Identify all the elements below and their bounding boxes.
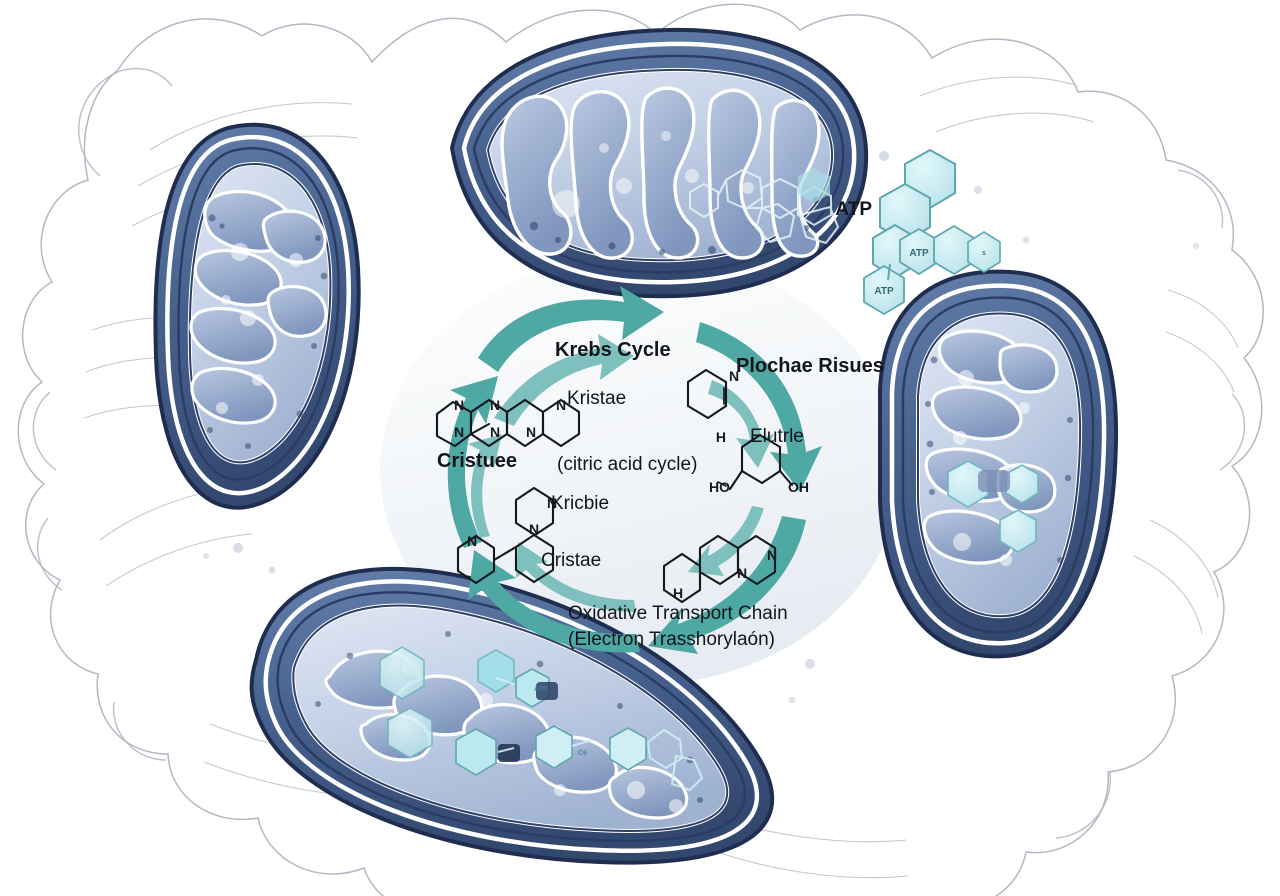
inner-hexagons-right (947, 460, 1039, 553)
inner-hexagons-bottom: ATP C6 (379, 646, 704, 792)
atom-lr-n1: N (737, 565, 747, 581)
right-mitochondrion (878, 269, 1119, 659)
atp-hex-label-2: ATP (874, 286, 894, 297)
molecule-lower-right: N N H (662, 534, 777, 604)
cytosol-specks (203, 151, 1200, 704)
atom-lr-n2: N (767, 547, 777, 563)
top-mitochondrion (449, 27, 869, 299)
atp-hex-label: ATP (909, 248, 929, 259)
arrow-right (696, 322, 822, 492)
atp-hexagon-7 (863, 264, 905, 316)
atp-bond (887, 263, 891, 281)
atom-n1: N (454, 397, 464, 413)
label-kricbie: Kricbie (551, 493, 609, 514)
molecule-purine-left: N N N N N N (435, 397, 581, 448)
atom-lr-h: H (673, 585, 683, 601)
atom-ll-n2: N (529, 521, 539, 537)
atom-n6: N (556, 397, 566, 413)
arrow-inner-bottom-right (688, 506, 764, 576)
molecule-lower-left: N N N (456, 486, 557, 585)
arrow-left (447, 376, 498, 548)
molecule-sugar-right: H HO OH (709, 429, 809, 495)
atom-oh: OH (788, 479, 809, 495)
label-cristuee: Cristuee (437, 450, 517, 472)
molecule-pyridine-top: N (686, 368, 739, 420)
label-cristae: Cristae (541, 550, 601, 571)
arrow-bottom-left (468, 550, 640, 653)
atp-hexagon-6 (967, 231, 1001, 273)
label-elutrle: Elutrle (750, 426, 804, 447)
atom-ho: HO (709, 479, 730, 495)
bottom-left-mitochondrion: ATP C6 (249, 566, 775, 865)
atom-n4: N (490, 424, 500, 440)
atom-ll-n3: N (467, 533, 477, 549)
atom-n5: N (526, 424, 536, 440)
atom-n3: N (490, 397, 500, 413)
atom-h: H (716, 429, 726, 445)
atom-pyridine-n: N (729, 368, 739, 384)
label-citric-acid-cycle: (citric acid cycle) (557, 454, 697, 475)
arrow-inner-left (468, 434, 502, 538)
label-krebs-cycle: Krebs Cycle (555, 339, 671, 361)
atom-ll-n1: N (547, 495, 557, 511)
label-kristae: Kristae (567, 388, 626, 409)
cell-lobe-outlines (32, 67, 1246, 839)
inner-molecule-top (689, 168, 840, 245)
cycle-text-labels: Krebs Cycle Kristae (citric acid cycle) … (437, 339, 884, 650)
inner-tag-atp: ATP (534, 686, 548, 693)
label-plochae-risues: Plochae Risues (736, 355, 884, 377)
label-oxidative-line1: Oxidative Transport Chain (568, 603, 788, 624)
atom-n2: N (454, 424, 464, 440)
atp-hex-micro-label: s (982, 250, 986, 257)
atp-cluster: ATP ATP ATP s (835, 148, 1001, 316)
arrow-inner-right (708, 380, 774, 468)
left-mitochondrion (153, 122, 361, 510)
arrow-top-right (478, 286, 664, 372)
arrow-bottom-right (648, 516, 806, 654)
inner-tag-c6: C6 (578, 750, 587, 757)
label-oxidative-line2: (Electron Trasshorylaón) (568, 629, 775, 650)
atp-main-label: ATP (835, 199, 872, 220)
